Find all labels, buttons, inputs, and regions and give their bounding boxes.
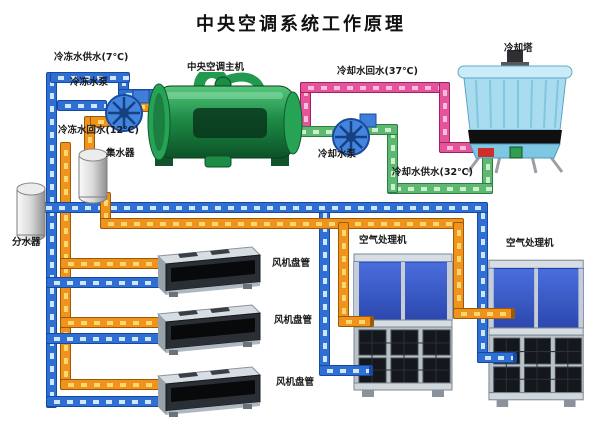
label-chilled-return: 冷冻水回水(12℃) (58, 125, 139, 136)
fan-coil-unit-3 (148, 364, 264, 418)
label-fan-coil-2: 风机盘管 (274, 315, 313, 326)
label-collector: 集水器 (106, 148, 135, 159)
label-chiller: 中央空调主机 (187, 62, 245, 73)
label-ahu-1: 空气处理机 (359, 235, 407, 246)
pipe-blue-drop-ahu1 (319, 205, 330, 375)
distributor-tank (14, 180, 48, 242)
fan-coil-unit-1 (148, 244, 264, 298)
pipe-pump-suction-stub (57, 100, 107, 111)
pipe-blue-inlet-ahu1 (319, 365, 373, 376)
air-handling-unit-2 (487, 252, 589, 408)
label-cooling-return: 冷却水回水(37℃) (337, 66, 418, 77)
pipe-orange-inlet-ahu2 (453, 308, 515, 319)
label-fan-coil-3: 风机盘管 (276, 377, 315, 388)
fan-coil-unit-2 (148, 302, 264, 356)
chiller-unit (143, 72, 307, 170)
pipe-orange-inlet-ahu1 (338, 316, 374, 327)
chilled-water-pump-icon (99, 86, 153, 134)
pipe-cooling-return-main (300, 82, 450, 93)
label-cooling-supply: 冷却水供水(32℃) (392, 167, 473, 178)
pipe-cooling-supply-low (387, 183, 493, 194)
pipe-orange-drop-ahu1 (338, 222, 349, 327)
label-cooling-tower: 冷却塔 (504, 43, 533, 54)
pipe-chilled-return-main (100, 218, 464, 229)
label-ahu-2: 空气处理机 (506, 238, 554, 249)
pipe-chilled-supply-top (50, 72, 130, 83)
cooling-tower (450, 50, 580, 174)
label-chilled-pump: 冷冻水泵 (70, 77, 109, 88)
label-chilled-supply: 冷冻水供水(7℃) (54, 52, 129, 63)
collector-tank (76, 146, 110, 204)
pipe-blue-inlet-ahu2 (477, 352, 517, 363)
label-cooling-pump: 冷却水泵 (318, 149, 357, 160)
cooling-water-pump-icon (326, 110, 380, 158)
air-handling-unit-1 (352, 246, 458, 398)
label-distributor: 分水器 (12, 237, 41, 248)
label-fan-coil-1: 风机盘管 (272, 258, 311, 269)
page-title: 中央空调系统工作原理 (196, 14, 406, 35)
